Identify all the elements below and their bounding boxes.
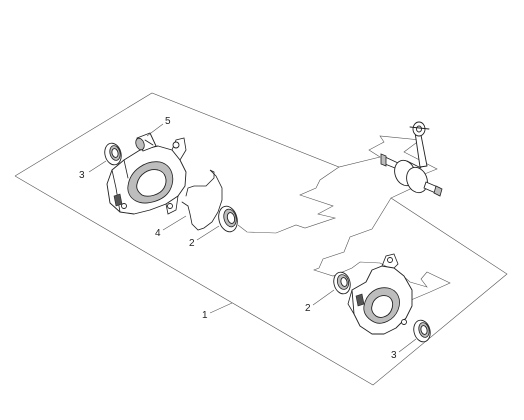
right-bearing: [333, 271, 351, 295]
callout-1: 1: [202, 310, 208, 321]
left-oil-seal: [104, 142, 122, 166]
leader-lines: [88, 123, 417, 353]
left-bearing: [218, 205, 238, 233]
callout-3-left: 3: [79, 170, 85, 181]
callout-2-left: 2: [189, 238, 195, 249]
right-oil-seal: [413, 319, 431, 343]
crankshaft-assembly: [380, 121, 443, 197]
callout-3-right: 3: [391, 350, 397, 361]
callout-2-right: 2: [305, 303, 311, 314]
right-crankcase-half: [347, 253, 413, 335]
assembly-boundary-frame: [14, 92, 508, 386]
retaining-clip: [181, 169, 223, 231]
callout-4: 4: [155, 228, 161, 239]
sub-frame-right-case: [313, 197, 451, 301]
left-crankcase-half: [106, 137, 187, 215]
sub-frame-crankshaft: [237, 166, 340, 234]
callout-5: 5: [165, 116, 171, 127]
screw: [135, 132, 157, 152]
